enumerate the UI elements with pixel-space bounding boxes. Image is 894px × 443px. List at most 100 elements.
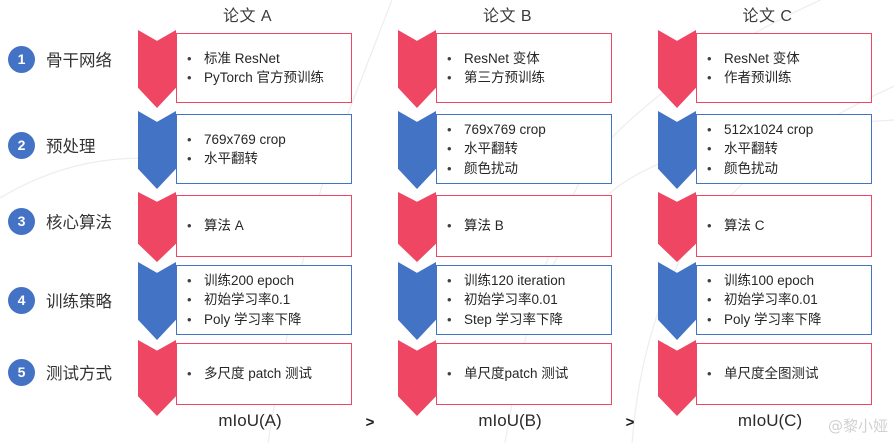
content-box-c-row2: • 512x1024 crop • 水平翻转 • 颜色扰动 (696, 114, 872, 184)
bullet-text: 769x769 crop (464, 121, 546, 137)
metric-miou-c: mIoU(C) (737, 411, 803, 430)
row-label-text-3: 核心算法 (46, 214, 112, 232)
bullet-dot-icon: • (707, 121, 712, 137)
bullet-item: • Poly 学习率下降 (707, 310, 863, 329)
bullet-item: •单尺度patch 测试 (447, 364, 603, 383)
bullet-item: • 训练200 epoch (187, 271, 343, 290)
chevron-arrow-b-row4 (398, 262, 436, 340)
bullet-dot-icon: • (707, 141, 712, 157)
bullet-item: • 算法 A (187, 216, 343, 235)
chevron-arrow-a-row1 (138, 30, 176, 108)
bullet-text: 颜色扰动 (724, 160, 778, 176)
content-box-c-row1: •ResNet 变体•作者预训练 (696, 33, 872, 103)
bullet-dot-icon: • (187, 311, 192, 327)
bullet-item: •算法 C (707, 216, 863, 235)
content-box-c-row3: •算法 C (696, 195, 872, 257)
content-box-a-row1: •标准 ResNet • PyTorch 官方预训练 (176, 33, 352, 103)
bullet-text: ResNet 变体 (464, 50, 540, 66)
row-number-badge-2: 2 (8, 131, 35, 159)
content-box-a-row2: •769x769 crop•水平翻转 (176, 114, 352, 184)
row-number-badge-4: 4 (8, 286, 35, 314)
bullet-text: 算法 C (724, 218, 765, 234)
bullet-text: 训练200 epoch (204, 272, 295, 288)
comparator-a-b: > (365, 414, 375, 431)
bullet-text: 初始学习率0.01 (464, 292, 558, 308)
chevron-arrow-c-row5 (658, 340, 696, 416)
row-label-text-2: 预处理 (46, 138, 96, 156)
bullet-dot-icon: • (447, 272, 452, 288)
bullet-item: • Poly 学习率下降 (187, 310, 343, 329)
bullet-text: 训练100 epoch (724, 272, 815, 288)
bullet-dot-icon: • (707, 292, 712, 308)
bullet-item: • 颜色扰动 (447, 159, 603, 178)
bullet-text: 颜色扰动 (464, 160, 518, 176)
bullet-item: • 水平翻转 (447, 139, 603, 158)
bullet-text: 算法 B (464, 218, 504, 234)
bullet-item: •第三方预训练 (447, 68, 603, 87)
bullet-dot-icon: • (187, 272, 192, 288)
bullet-dot-icon: • (707, 70, 712, 85)
bullet-dot-icon: • (187, 70, 192, 85)
bullet-item: • 初始学习率0.1 (187, 290, 343, 309)
bullet-item: •训练120 iteration (447, 271, 603, 290)
bullet-text: PyTorch 官方预训练 (204, 70, 325, 85)
bullet-item: •769x769 crop (187, 130, 343, 149)
column-header-paper-b: 论文 B (482, 8, 533, 25)
content-box-b-row5: •单尺度patch 测试 (436, 343, 612, 405)
bullet-dot-icon: • (447, 160, 452, 176)
row-label-backbone: 1 骨干网络 (8, 42, 112, 76)
bullet-text: 水平翻转 (464, 141, 518, 157)
row-number-badge-1: 1 (8, 45, 35, 73)
chevron-arrow-a-row3 (138, 192, 176, 262)
bullet-dot-icon: • (447, 121, 452, 137)
chevron-arrow-a-row2 (138, 111, 176, 189)
bullet-text: 512x1024 crop (724, 121, 814, 137)
bullet-item: •ResNet 变体 (447, 49, 603, 68)
bullet-text: 水平翻转 (724, 141, 778, 157)
bullet-dot-icon: • (707, 272, 712, 288)
bullet-dot-icon: • (447, 292, 452, 308)
bullet-dot-icon: • (707, 366, 712, 382)
bullet-dot-icon: • (707, 311, 712, 327)
bullet-dot-icon: • (187, 218, 192, 234)
content-box-a-row3: • 算法 A (176, 195, 352, 257)
bullet-text: Poly 学习率下降 (204, 311, 302, 327)
bullet-item: •作者预训练 (707, 68, 863, 87)
content-box-b-row3: • 算法 B (436, 195, 612, 257)
bullet-item: • 训练100 epoch (707, 271, 863, 290)
chevron-arrow-a-row4 (138, 262, 176, 340)
bullet-item: • 算法 B (447, 216, 603, 235)
bullet-text: 初始学习率0.1 (204, 292, 291, 308)
bullet-item: •ResNet 变体 (707, 49, 863, 68)
column-header-paper-a: 论文 A (222, 8, 273, 25)
bullet-dot-icon: • (447, 141, 452, 157)
bullet-dot-icon: • (447, 366, 452, 382)
bullet-item: •多尺度 patch 测试 (187, 364, 343, 383)
bullet-text: 算法 A (204, 218, 244, 234)
content-box-b-row1: •ResNet 变体•第三方预训练 (436, 33, 612, 103)
bullet-dot-icon: • (187, 292, 192, 308)
bullet-text: 初始学习率0.01 (724, 292, 818, 308)
metric-miou-a: mIoU(A) (218, 411, 282, 430)
bullet-text: Step 学习率下降 (464, 311, 564, 327)
bullet-text: Poly 学习率下降 (724, 311, 822, 327)
bullet-dot-icon: • (707, 160, 712, 176)
bullet-text: ResNet 变体 (724, 50, 800, 66)
bullet-text: 单尺度全图测试 (724, 366, 819, 382)
column-header-paper-c: 论文 C (742, 8, 793, 25)
bullet-item: • PyTorch 官方预训练 (187, 68, 343, 87)
content-box-c-row5: • 单尺度全图测试 (696, 343, 872, 405)
content-box-b-row4: •训练120 iteration•初始学习率0.01•Step 学习率下降 (436, 265, 612, 335)
bullet-dot-icon: • (447, 218, 452, 234)
bullet-text: 769x769 crop (204, 131, 286, 147)
bullet-dot-icon: • (447, 311, 452, 327)
bullet-item: • 水平翻转 (707, 139, 863, 158)
bullet-item: • 初始学习率0.01 (707, 290, 863, 309)
chevron-arrow-c-row2 (658, 111, 696, 189)
bullet-item: • 初始学习率0.01 (447, 290, 603, 309)
bullet-text: 多尺度 patch 测试 (204, 366, 313, 382)
bullet-item: •标准 ResNet (187, 49, 343, 68)
comparator-b-c: > (625, 414, 635, 431)
bullet-text: 标准 ResNet (204, 50, 280, 66)
